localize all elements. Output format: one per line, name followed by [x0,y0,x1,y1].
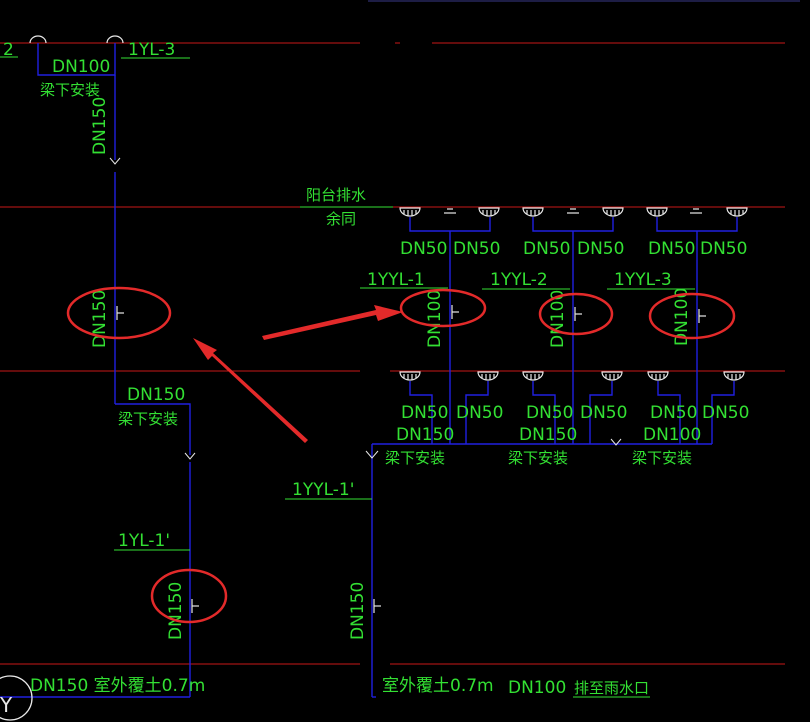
label-dn150-right-low-vertical: DN150 [348,582,368,640]
label-dn50-l1: DN50 [401,403,448,423]
label-dn50-l3: DN50 [526,403,573,423]
label-dn150-branch-2: DN150 [519,425,577,445]
label-dn150-mid: DN150 [127,385,185,405]
label-dn50-l6: DN50 [702,403,749,423]
label-1yyl-1-prime: 1YYL-1' [292,480,354,500]
highlight-ellipse-dn150-low [150,568,228,624]
highlight-ellipse-dn100-1 [399,288,487,328]
label-liang-top: 梁下安装 [40,81,100,99]
label-1yyl-1: 1YYL-1 [367,270,425,290]
label-dn50-l4: DN50 [580,403,627,423]
floor-lines [0,42,785,665]
label-dn150-top-vertical: DN150 [90,97,110,155]
label-dn50-u5: DN50 [648,239,695,259]
label-bottom-right-note: 排至雨水口 [574,679,649,697]
label-corner-y: Y [0,693,13,717]
label-liang-3: 梁下安装 [632,449,692,467]
label-dn100-top: DN100 [52,57,110,77]
label-1yyl-3: 1YYL-3 [614,270,672,290]
label-dn150-branch-1: DN150 [396,425,454,445]
label-dn50-u2: DN50 [453,239,500,259]
arrow-up-left [193,338,308,443]
label-leaders [0,56,695,698]
label-bottom-mid: 室外覆土0.7m [382,676,494,696]
label-dn50-l2: DN50 [456,403,503,423]
highlight-ellipse-dn150-left [66,286,172,340]
arrow-right [262,305,403,340]
label-dn100-vertical-1: DN100 [425,290,445,348]
label-liang-1: 梁下安装 [385,449,445,467]
top-drain-arcs [29,35,124,44]
label-balcony-line2: 余同 [326,210,356,228]
junction-marks [109,157,622,460]
label-dn150-low-vertical: DN150 [166,582,186,640]
label-bottom-left: DN150 室外覆土0.7m [30,676,205,696]
label-1yyl-2: 1YYL-2 [490,270,548,290]
label-top-left-frag: 2 [3,40,14,60]
floor-drain-symbols-lower [399,371,745,381]
annotation-markup [66,286,736,624]
label-dn50-u6: DN50 [700,239,747,259]
label-balcony-line1: 阳台排水 [306,186,366,204]
label-dn100-vertical-3: DN100 [672,288,692,346]
text-labels: 2 DN100 1YL-3 梁下安装 DN150 阳台排水 余同 DN50 DN… [3,40,749,698]
label-liang-mid: 梁下安装 [118,410,178,428]
label-liang-2: 梁下安装 [508,449,568,467]
label-dn50-u1: DN50 [400,239,447,259]
highlight-ellipse-dn100-2 [538,292,614,336]
label-dn100-branch-3: DN100 [643,425,701,445]
floor-drain-symbols-upper [399,207,748,217]
annotation-arrows [193,305,403,443]
label-1yl-3: 1YL-3 [128,40,175,60]
corner-axis-marker: Y [0,675,33,721]
cleanout-marks [116,305,706,613]
label-bottom-right-dn: DN100 [508,678,566,698]
highlight-ellipse-dn100-3 [648,292,736,340]
label-dn50-u4: DN50 [577,239,624,259]
label-dn50-u3: DN50 [523,239,570,259]
label-1yl-1-prime: 1YL-1' [118,531,170,551]
label-dn50-l5: DN50 [650,403,697,423]
label-dn150-left-mid-vertical: DN150 [90,290,110,348]
